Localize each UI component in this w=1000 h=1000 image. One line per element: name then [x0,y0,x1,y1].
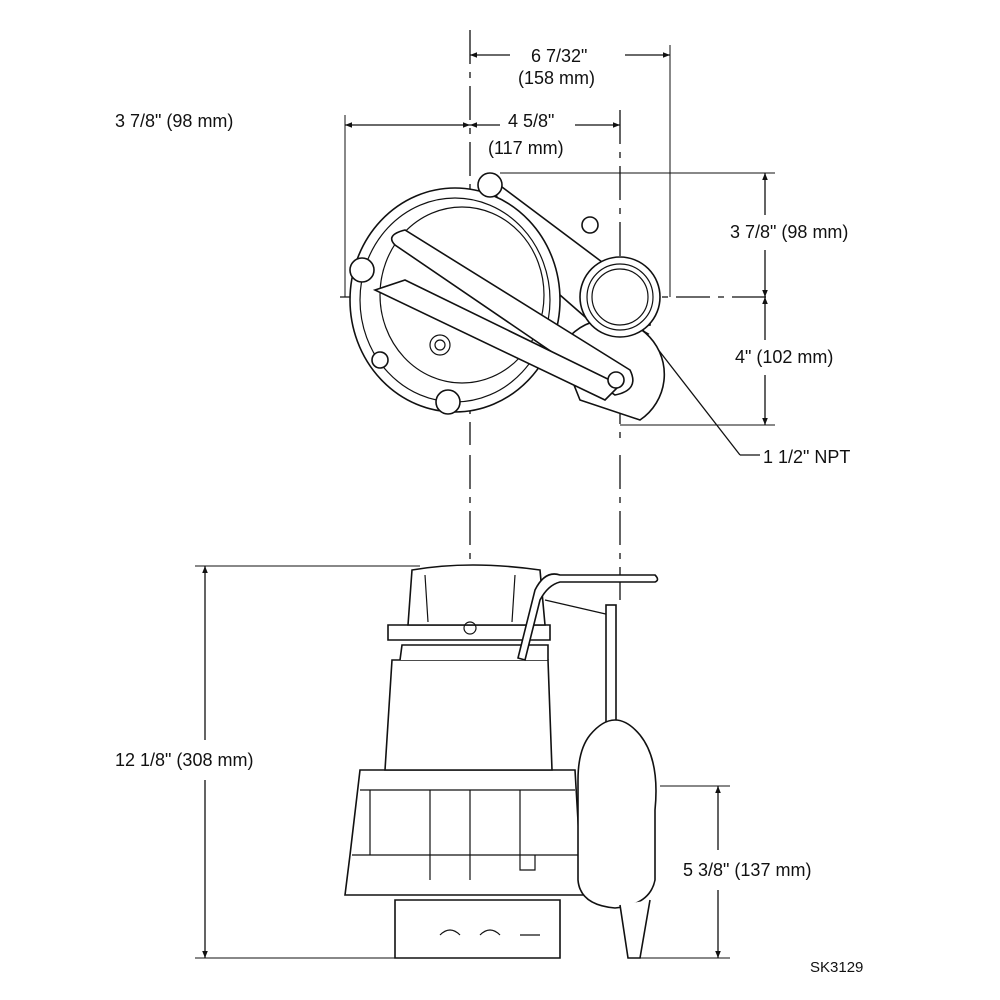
pump-side-view [344,564,659,959]
outlet-to-front-dimension: 4" (102 mm) [735,347,834,367]
float-height-dimension: 5 3/8" (137 mm) [683,860,812,880]
outlet-size-label: 1 1/2" NPT [763,447,851,467]
outlet-to-back-dimension: 3 7/8" (98 mm) [730,222,849,242]
outlet-offset-inch: 4 5/8" [508,111,555,131]
pump-top-view [349,172,666,421]
side-view-dimensions [195,565,730,959]
drawing-number: SK3129 [810,959,864,976]
top-view-dimensions [344,45,775,456]
overall-width-mm: (158 mm) [518,68,596,88]
overall-height-dimension: 12 1/8" (308 mm) [115,750,254,770]
left-offset-dimension: 3 7/8" (98 mm) [115,111,234,131]
overall-width-inch: 6 7/32" [531,46,588,66]
outlet-offset-mm: (117 mm) [488,138,564,158]
